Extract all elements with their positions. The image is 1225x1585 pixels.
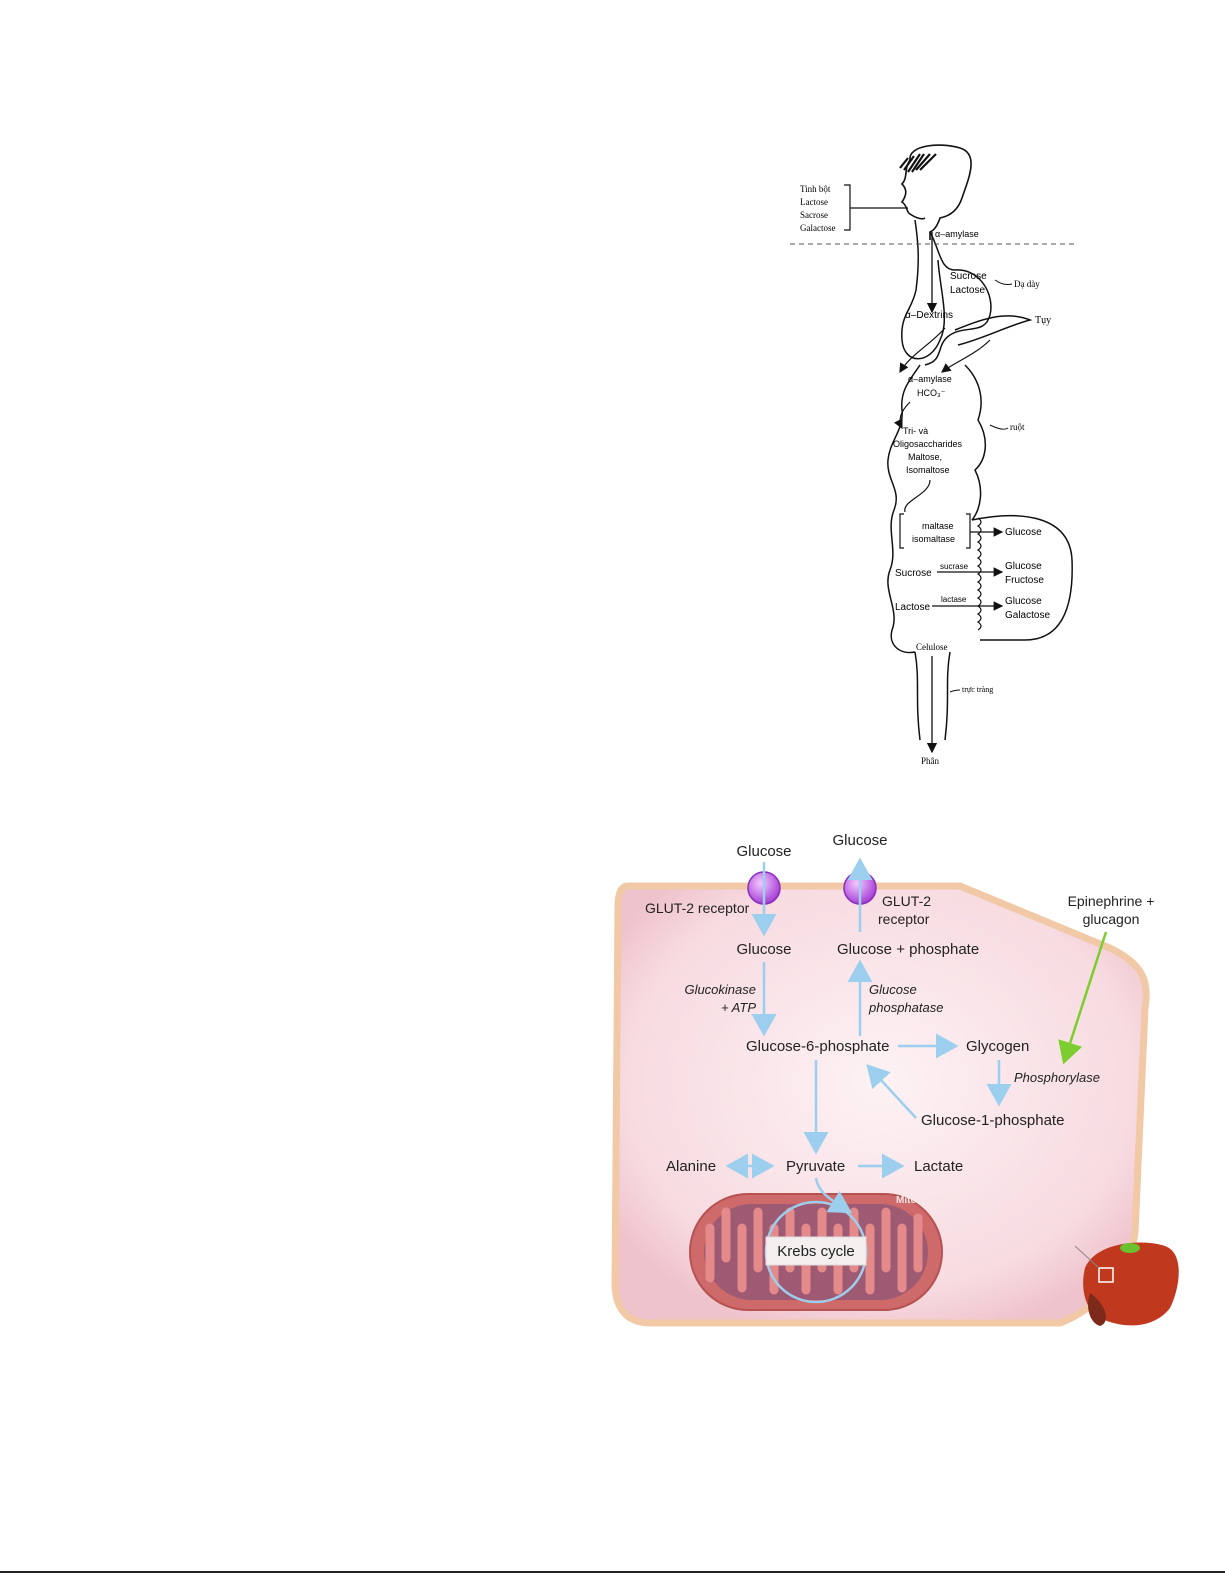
glucose-out-label: Glucose — [832, 832, 887, 849]
phosphorylase-label: Phosphorylase — [1014, 1070, 1100, 1085]
head-outline — [899, 144, 972, 240]
liver-metabolism-diagram: Glucose Glucose GLUT-2 receptor GLUT-2 r… — [580, 828, 1220, 1348]
colon-label: trực tràng — [962, 685, 993, 694]
digestion-svg: Tinh bột Lactose Sacrose Galactose α–amy… — [790, 144, 1075, 766]
lactase-label: lactase — [941, 595, 967, 604]
liver-organ-icon — [1074, 1242, 1179, 1326]
krebs-cycle-label: Krebs cycle — [777, 1243, 855, 1260]
product-lactose: Glucose — [1005, 596, 1042, 607]
product-sucrose: Glucose — [1005, 561, 1042, 572]
pancreas-enzyme: α–amylase — [908, 374, 952, 384]
glucose-phosphatase-label: Glucose — [869, 982, 917, 997]
glucose-in-label: Glucose — [736, 843, 791, 860]
glucokinase-label: Glucokinase — [684, 982, 756, 997]
alanine-label: Alanine — [666, 1158, 716, 1175]
dextrins-label: α–Dextrins — [905, 310, 953, 321]
oligo-line: Oligosaccharides — [893, 439, 963, 449]
oligo-line: Maltose, — [908, 452, 942, 462]
mouth-item: Sacrose — [800, 210, 828, 220]
bottom-rule — [0, 1571, 1225, 1573]
glucose-phosphate-label: Glucose + phosphate — [837, 941, 979, 958]
mouth-item: Lactose — [800, 197, 828, 207]
sucrose-label: Sucrose — [895, 568, 932, 579]
glut2-right-label: receptor — [878, 911, 930, 927]
pancreas-label: Tụy — [1035, 315, 1051, 326]
krebs-cycle-box — [765, 1236, 867, 1266]
enzyme-mouth-label: α–amylase — [935, 229, 979, 239]
stomach-sugar: Sucrose — [950, 271, 987, 282]
gut-outline — [887, 219, 1073, 741]
feces-label: Phân — [921, 756, 940, 766]
glucokinase-label: + ATP — [721, 1000, 756, 1015]
oligo-line: Isomaltose — [906, 465, 950, 475]
glucose-phosphatase-label: phosphatase — [868, 1000, 943, 1015]
glut2-left-label: GLUT-2 receptor — [645, 900, 750, 916]
glut2-right-label: GLUT-2 — [882, 893, 931, 909]
epinephrine-label: glucagon — [1083, 911, 1140, 927]
g1p-label: Glucose-1-phosphate — [921, 1112, 1064, 1129]
liver-svg: Glucose Glucose GLUT-2 receptor GLUT-2 r… — [611, 832, 1179, 1327]
intestine-label: ruột — [1010, 422, 1025, 432]
sucrase-label: sucrase — [940, 562, 969, 571]
glucose-inside-label: Glucose — [736, 941, 791, 958]
lactate-label: Lactate — [914, 1158, 963, 1175]
g6p-label: Glucose-6-phosphate — [746, 1038, 889, 1055]
product-glucose: Glucose — [1005, 527, 1042, 538]
glycogen-label: Glycogen — [966, 1038, 1029, 1055]
stomach-sugar: Lactose — [950, 285, 985, 296]
pancreas-enzyme: HCO₃⁻ — [917, 388, 946, 398]
mouth-item: Tinh bột — [800, 184, 831, 194]
mouth-item: Galactose — [800, 223, 835, 233]
mouth-bracket — [844, 184, 908, 231]
brush-enzyme: isomaltase — [912, 534, 955, 544]
villi — [976, 517, 982, 631]
cellulose-label: Celulose — [916, 642, 948, 652]
mitochondria-label: Mitochondria — [896, 1195, 959, 1206]
oligo-line: Tri- và — [903, 426, 928, 436]
product-sucrose: Fructose — [1005, 575, 1044, 586]
brush-enzyme: maltase — [922, 521, 954, 531]
epinephrine-label: Epinephrine + — [1068, 893, 1155, 909]
stomach-label: Dạ dày — [1014, 279, 1040, 289]
digestion-diagram: Tinh bột Lactose Sacrose Galactose α–amy… — [790, 140, 1090, 780]
pyruvate-label: Pyruvate — [786, 1158, 845, 1175]
product-lactose: Galactose — [1005, 610, 1050, 621]
lactose-label: Lactose — [895, 602, 930, 613]
